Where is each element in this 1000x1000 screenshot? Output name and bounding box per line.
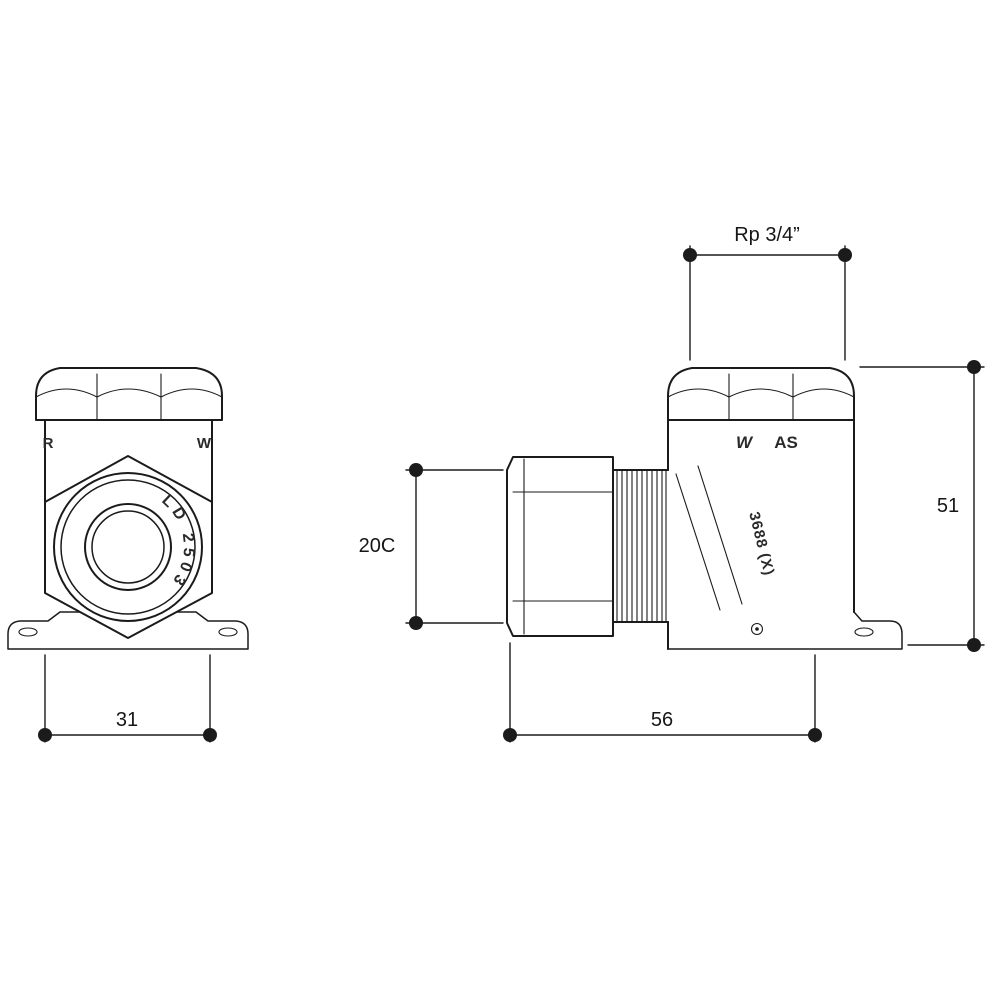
front-base-screw-slot-left — [18, 627, 38, 637]
side-body-contour-line — [675, 473, 721, 611]
dim-length-label: 56 — [651, 709, 673, 731]
side-base-screw-hole-center — [755, 627, 759, 631]
dimension-dot — [38, 728, 52, 742]
side-hex-nut-facet-arc — [667, 388, 730, 398]
front-hex-nut-facet-arc — [96, 388, 162, 398]
front-emboss-left: R — [43, 435, 54, 452]
dim-thread-size-label: Rp 3/4” — [734, 224, 800, 246]
front-hex-nut-facet-arc — [160, 388, 223, 398]
dimension-dot — [409, 616, 423, 630]
side-brand-as: AS — [774, 433, 798, 452]
front-base-flange — [7, 611, 249, 650]
side-body-code: 3688 (X) — [745, 510, 777, 578]
front-base-screw-slot-right — [218, 627, 238, 637]
dimensions: Rp 3/4” 51 20C 31 — [38, 224, 985, 743]
front-bore-inner-circle — [91, 510, 165, 584]
dimension-dot — [838, 248, 852, 262]
side-body-contour-line — [697, 465, 743, 605]
front-bore-circle — [84, 503, 172, 591]
dim-thread-size: Rp 3/4” — [683, 224, 852, 361]
front-view: R W LD 2503 — [7, 367, 249, 650]
dimension-dot — [503, 728, 517, 742]
side-base-screw-hole — [750, 622, 764, 636]
front-chamfer-circle — [60, 479, 196, 615]
side-hex-nut-facet-arc — [792, 388, 855, 398]
side-brand-w: W — [736, 433, 754, 452]
dim-pipe-size-label: 20C — [359, 535, 396, 557]
front-hexagon-face — [44, 455, 213, 639]
side-hex-nut-facet-arc — [728, 388, 794, 398]
dim-front-width-label: 31 — [116, 709, 138, 731]
front-hex-nut — [35, 367, 223, 421]
side-view: W AS 3688 (X) — [506, 367, 903, 650]
dim-height: 51 — [859, 360, 985, 652]
dimension-dot — [967, 638, 981, 652]
side-base-screw-slot — [854, 627, 874, 637]
dim-length: 56 — [503, 642, 822, 743]
dim-height-label: 51 — [937, 495, 959, 517]
dim-front-width: 31 — [38, 654, 217, 743]
dimension-dot — [683, 248, 697, 262]
dimension-dot — [409, 463, 423, 477]
front-hex-nut-facet-arc — [35, 388, 98, 398]
side-compression-nut — [506, 456, 614, 637]
dimension-dot — [203, 728, 217, 742]
front-outer-circle — [53, 472, 203, 622]
dim-pipe-size: 20C — [359, 463, 504, 630]
side-hex-nut — [667, 367, 855, 421]
front-emboss-right: W — [197, 435, 212, 452]
side-thread-lines — [616, 469, 667, 623]
side-base-flange — [667, 611, 903, 650]
dimension-dot — [808, 728, 822, 742]
dimension-dot — [967, 360, 981, 374]
